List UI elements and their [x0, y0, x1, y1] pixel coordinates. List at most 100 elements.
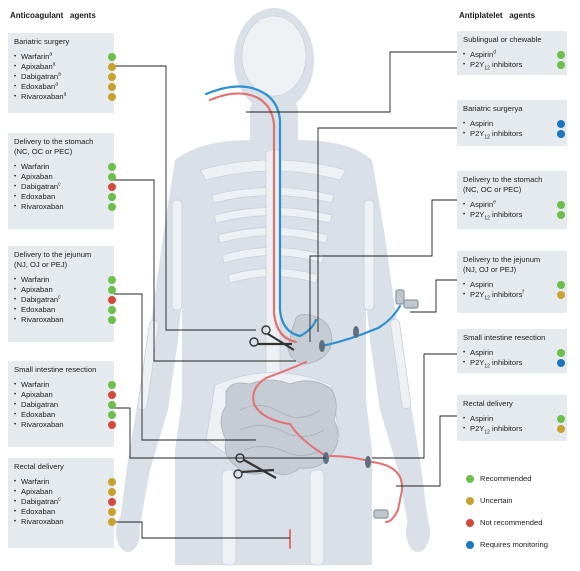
- drug-name: Edoxaban: [21, 305, 56, 314]
- drug-row: Aspirin: [463, 348, 565, 358]
- intestines: [220, 379, 339, 475]
- status-dot: [108, 391, 116, 399]
- drug-row: Aspirin: [463, 414, 565, 424]
- box-title: Rectal delivery: [14, 462, 64, 471]
- status-dot: [557, 291, 565, 299]
- drug-name: Aspirin: [470, 414, 494, 423]
- drug-name: Aspirin: [470, 200, 494, 209]
- drug-name: Aspirin: [470, 348, 494, 357]
- status-dot: [557, 415, 565, 423]
- status-dot: [557, 51, 565, 59]
- drug-name: Apixaban: [21, 172, 53, 181]
- drug-row: Warfarin: [14, 162, 116, 172]
- drug-row: Rivaroxaban: [14, 420, 116, 430]
- drug-row: Edoxabana: [14, 81, 116, 92]
- left-header: Anticoagulant agents: [10, 11, 96, 20]
- left-box: Small intestine resectionWarfarinApixaba…: [8, 361, 116, 447]
- drug-row: P2Y12 inhibitors: [463, 210, 565, 222]
- box-title: Bariatric surgerya: [463, 104, 523, 113]
- drug-name: Edoxaban: [21, 82, 56, 91]
- status-dot: [108, 93, 116, 101]
- drug-name: P2Y: [470, 129, 485, 138]
- status-dot: [108, 421, 116, 429]
- status-dot: [557, 281, 565, 289]
- drug-name: Edoxaban: [21, 192, 56, 201]
- drug-row: Aspirind: [463, 50, 565, 60]
- drug-row: Warfarin: [14, 380, 116, 390]
- drug-row: Apixaban: [14, 285, 116, 295]
- drug-row: Rivaroxaban: [14, 202, 116, 212]
- footnote-mark: a: [55, 81, 58, 88]
- status-dot: [557, 120, 565, 128]
- footnote-mark: a: [49, 51, 53, 58]
- footnote-mark: a: [63, 91, 67, 98]
- status-dot: [108, 63, 116, 71]
- status-dot: [108, 203, 116, 211]
- status-dot: [108, 276, 116, 284]
- status-dot: [557, 201, 565, 209]
- status-dot: [108, 498, 116, 506]
- left-box: Bariatric surgeryWarfarinaApixabanaDabig…: [8, 33, 116, 113]
- drug-name: P2Y: [470, 210, 485, 219]
- drug-subscript: 12: [484, 134, 490, 141]
- drug-row: P2Y12 inhibitors: [463, 60, 565, 72]
- drug-name: Rivaroxaban: [21, 315, 64, 324]
- status-dot: [108, 83, 116, 91]
- drug-name: Aspirin: [470, 119, 494, 128]
- right-box: Sublingual or chewableAspirindP2Y12 inhi…: [457, 31, 567, 75]
- drug-row: Rivaroxabana: [14, 91, 116, 102]
- drug-row: P2Y12 inhibitors: [463, 358, 565, 370]
- drug-name: Dabigatran: [21, 72, 59, 81]
- drug-name: Dabigatran: [21, 497, 59, 506]
- status-dot: [108, 193, 116, 201]
- drug-row: Dabigatranc: [14, 295, 116, 305]
- drug-name: Aspirin: [470, 280, 494, 289]
- status-dot: [108, 488, 116, 496]
- status-dot: [108, 73, 116, 81]
- status-dot: [557, 211, 565, 219]
- drug-row: Edoxaban: [14, 192, 116, 202]
- drug-subscript: 12: [484, 295, 490, 302]
- drug-name: P2Y: [470, 60, 485, 69]
- feeding-tubes: [204, 85, 404, 549]
- left-box: Delivery to the jejunum(NJ, OJ or PEJ) Wa…: [8, 246, 116, 342]
- legend-dot: [466, 541, 474, 549]
- drug-name: Rivaroxaban: [21, 420, 64, 429]
- drug-row: P2Y12 inhibitors: [463, 424, 565, 436]
- box-title: Rectal delivery: [463, 399, 513, 408]
- drug-name: Apixaban: [21, 487, 53, 496]
- footnote-mark: c: [58, 181, 61, 188]
- status-dot: [557, 61, 565, 69]
- drug-row: Warfarin: [14, 275, 116, 285]
- box-title: Delivery to the jejunum(NJ, OJ or PEJ): [14, 250, 92, 269]
- box-title: Small intestine resection: [463, 333, 546, 342]
- drug-name: Warfarin: [21, 380, 50, 389]
- drug-subscript: 12: [484, 429, 490, 436]
- status-dot: [108, 381, 116, 389]
- status-dot: [108, 411, 116, 419]
- drug-name: Dabigatran: [21, 295, 59, 304]
- status-dot: [108, 508, 116, 516]
- footnote-mark: a: [52, 61, 56, 68]
- status-dot: [108, 163, 116, 171]
- legend-label: Requires monitoring: [480, 540, 548, 549]
- drug-name: Warfarin: [21, 477, 50, 486]
- drug-row: Rivaroxaban: [14, 517, 116, 527]
- drug-name: Apixaban: [21, 62, 53, 71]
- drug-row: Rivaroxaban: [14, 315, 116, 325]
- drug-row: Apixaban: [14, 172, 116, 182]
- drug-name-tail: inhibitors: [489, 210, 523, 219]
- leader-lines: [113, 51, 457, 539]
- drug-row: Dabigatran: [14, 400, 116, 410]
- box-title: Bariatric surgery: [14, 37, 70, 46]
- right-header: Antiplatelet agents: [459, 11, 536, 20]
- drug-row: Apixaban: [14, 487, 116, 497]
- drug-name: P2Y: [470, 358, 485, 367]
- status-dot: [108, 53, 116, 61]
- drug-row: Aspirin: [463, 119, 565, 129]
- drug-subscript: 12: [484, 215, 490, 222]
- right-box: Delivery to the stomach(NC, OC or PEC)As…: [457, 171, 567, 229]
- legend-label: Not recommended: [480, 518, 543, 527]
- drug-row: Edoxaban: [14, 507, 116, 517]
- drug-name: Warfarin: [21, 52, 50, 61]
